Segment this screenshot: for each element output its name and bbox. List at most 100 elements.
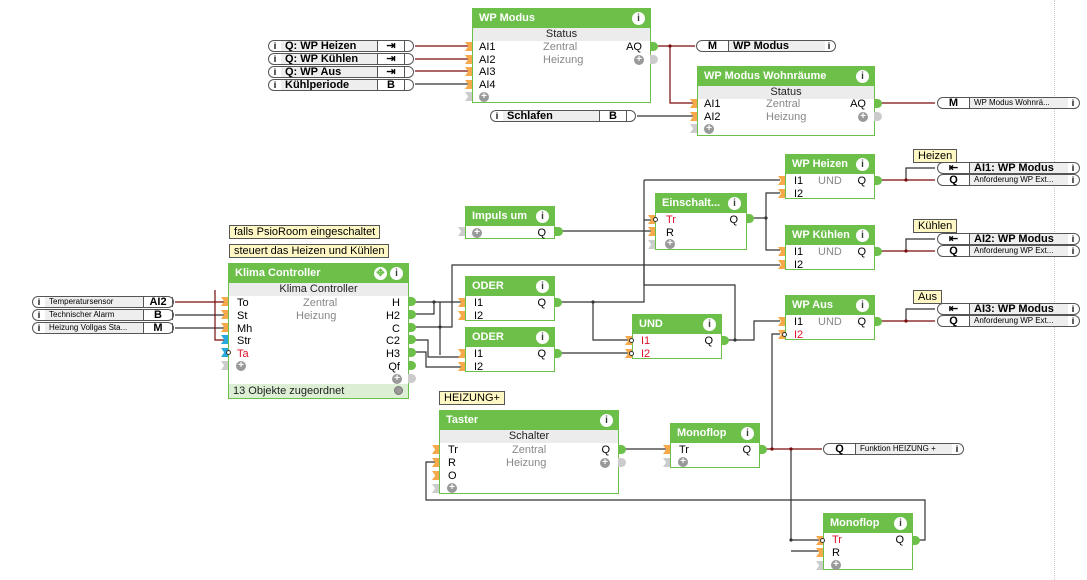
input-pin[interactable] [221,335,228,344]
io-kuehlperiode[interactable]: i Kühlperiode B [268,79,414,91]
output-pin[interactable] [874,112,882,121]
output-pin[interactable] [408,348,416,357]
input-pin[interactable] [625,336,632,345]
note-heizung-plus[interactable]: HEIZUNG+ [439,391,505,405]
input-pin[interactable] [432,471,439,480]
info-icon[interactable]: i [37,323,41,333]
info-icon[interactable]: i [1071,234,1075,244]
info-icon[interactable]: i [632,12,645,25]
input-pin[interactable] [778,176,785,185]
add-output-icon[interactable]: + [634,55,644,65]
info-icon[interactable]: i [703,318,716,331]
input-pin[interactable] [778,260,785,269]
input-pin[interactable] [458,349,465,358]
input-pin[interactable] [221,348,228,357]
output-pin[interactable] [912,536,920,545]
io-anforderung-kuehlen[interactable]: Q Anforderung WP Ext... i [937,245,1080,257]
info-icon[interactable]: i [955,444,959,454]
input-pin[interactable] [648,240,655,249]
info-icon[interactable]: i [390,267,403,280]
input-pin[interactable] [221,361,228,370]
add-input-icon[interactable]: + [479,92,489,102]
input-pin[interactable] [816,561,823,570]
output-pin[interactable] [555,227,563,236]
info-icon[interactable]: i [1071,98,1075,108]
io-q-wp-aus[interactable]: i Q: WP Aus ⇥ [268,66,414,78]
input-pin[interactable] [778,247,785,256]
io-ai1-wp-modus[interactable]: ⇤ AI1: WP Modus i [937,162,1080,174]
input-pin[interactable] [690,99,697,108]
info-icon[interactable]: i [600,414,613,427]
input-pin[interactable] [458,311,465,320]
input-pin[interactable] [778,317,785,326]
info-icon[interactable]: i [37,310,41,320]
add-input-icon[interactable]: + [678,457,688,467]
input-pin[interactable] [221,310,228,319]
output-pin[interactable] [650,55,658,64]
input-pin[interactable] [432,458,439,467]
output-pin[interactable] [874,247,882,256]
output-pin[interactable] [408,323,416,332]
input-pin[interactable] [221,297,228,306]
move-icon[interactable]: ✥ [374,267,387,280]
input-pin[interactable] [465,92,472,101]
io-heizung-vollgas[interactable]: i Heizung Vollgas Sta... M [32,322,174,334]
info-icon[interactable]: i [37,297,41,307]
add-input-icon[interactable]: + [236,361,246,371]
input-pin[interactable] [221,323,228,332]
output-pin[interactable] [408,310,416,319]
io-anforderung-heizen[interactable]: Q Anforderung WP Ext... i [937,174,1080,186]
input-pin[interactable] [465,67,472,76]
io-temperatursensor[interactable]: i Temperatursensor AI2 [32,296,174,308]
info-icon[interactable]: i [856,70,869,83]
io-ai3-wp-modus[interactable]: ⇤ AI3: WP Modus i [937,303,1080,315]
info-icon[interactable]: i [894,517,907,530]
input-pin[interactable] [690,124,697,133]
input-pin[interactable] [663,445,670,454]
settings-icon[interactable] [394,386,403,395]
info-icon[interactable]: i [1071,304,1075,314]
output-pin[interactable] [874,176,882,185]
info-icon[interactable]: i [856,299,869,312]
block-klima-controller[interactable]: Klima Controller✥i Klima Controller To S… [228,263,409,399]
output-pin[interactable] [759,445,767,454]
info-icon[interactable]: i [728,197,741,210]
output-pin[interactable] [554,349,562,358]
info-icon[interactable]: i [1071,246,1075,256]
input-pin[interactable] [663,458,670,467]
output-pin[interactable] [408,361,416,370]
note-steuert[interactable]: steuert das Heizen und Kühlen [229,244,390,258]
add-input-icon[interactable]: + [447,483,457,493]
io-funktion-heizung[interactable]: Q Funktion HEIZUNG + i [823,443,964,455]
info-icon[interactable]: i [1071,316,1075,326]
output-pin[interactable] [721,336,729,345]
info-icon[interactable]: i [495,111,499,121]
input-pin[interactable] [816,536,823,545]
input-pin[interactable] [458,298,465,307]
block-einschalt[interactable]: Einschalt...i Tr R + Q [655,193,747,250]
add-output-icon[interactable]: + [392,374,402,384]
output-pin[interactable] [408,335,416,344]
output-pin[interactable] [874,317,882,326]
input-pin[interactable] [816,548,823,557]
output-pin[interactable] [746,214,754,223]
io-out-wp-modus[interactable]: M WP Modus i [696,40,836,52]
info-icon[interactable]: i [273,41,277,51]
add-input-icon[interactable]: + [704,124,714,134]
info-icon[interactable]: i [856,229,869,242]
io-out-wp-modus-wohn[interactable]: M WP Modus Wohnrä... i [937,97,1080,109]
input-pin[interactable] [465,42,472,51]
info-icon[interactable]: i [536,210,549,223]
info-icon[interactable]: i [856,158,869,171]
io-schlafen[interactable]: i Schlafen B [490,110,636,122]
input-pin[interactable] [690,112,697,121]
input-pin[interactable] [625,349,632,358]
info-icon[interactable]: i [536,331,549,344]
